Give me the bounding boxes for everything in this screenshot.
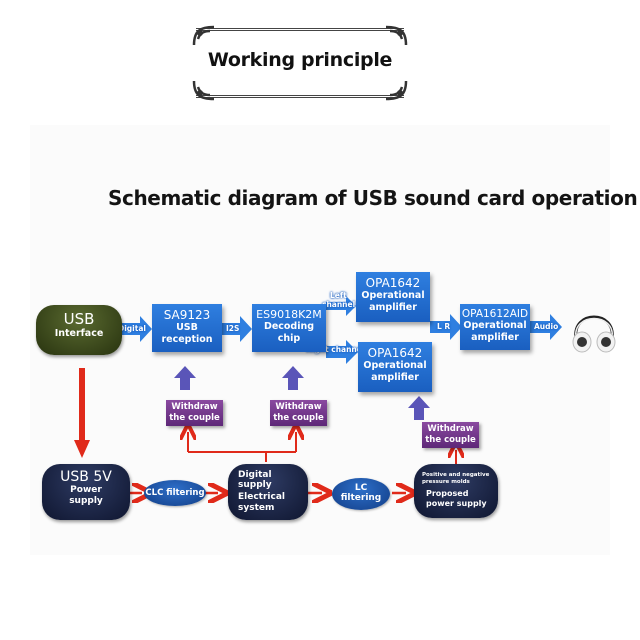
label-digital: Digital	[118, 324, 146, 333]
sa9123-line2: USB	[176, 322, 198, 333]
clc-filtering-node: CLC filtering	[144, 480, 206, 506]
arrow-up-es9018	[282, 366, 304, 390]
opa1642-top-title: OPA1642	[365, 276, 421, 290]
arrow-audio	[530, 314, 562, 340]
ornament-icon	[192, 80, 215, 101]
withdraw-line2: the couple	[273, 413, 324, 423]
usb-interface-title: USB	[63, 310, 95, 328]
withdraw-couple-box-3: Withdraw the couple	[422, 422, 479, 448]
sa9123-line3: reception	[161, 334, 213, 345]
lc-line1: LC	[354, 483, 368, 493]
proposed-line1: Positive and negative	[422, 472, 490, 478]
label-lr: L R	[437, 322, 451, 331]
arrow-up-sa9123	[174, 366, 196, 390]
opa1612-node: OPA1612AID Operational amplifier	[460, 304, 530, 350]
es9018-title: ES9018K2M	[256, 308, 322, 321]
withdraw-line1: Withdraw	[275, 402, 322, 412]
opa1642-bottom-line2: Operational	[363, 360, 427, 371]
opa1642-bottom-node: OPA1642 Operational amplifier	[358, 342, 432, 392]
withdraw-line1: Withdraw	[171, 402, 218, 412]
arrow-left-channel	[326, 296, 356, 316]
digital-supply-node: Digital supply Electrical system	[228, 464, 308, 520]
usb-interface-subtitle: Interface	[54, 328, 104, 339]
arrow-down-usb5v	[74, 368, 90, 458]
usb5v-line3: supply	[69, 496, 103, 506]
es9018-line2: Decoding	[263, 321, 315, 332]
red-branch-lines	[187, 432, 296, 462]
label-audio: Audio	[534, 322, 559, 331]
es9018-node: ES9018K2M Decoding chip	[252, 304, 326, 352]
label-left-channel: channel	[322, 300, 356, 309]
lc-filtering-node: LC filtering	[332, 478, 390, 510]
ornament-icon	[385, 80, 408, 101]
header-title: Working principle	[207, 49, 393, 71]
clc-label: CLC filtering	[145, 488, 205, 498]
arrow-lr	[430, 314, 462, 340]
proposed-line3: Proposed	[426, 489, 469, 498]
usb5v-line2: Power	[70, 485, 102, 495]
ornament-icon	[192, 25, 215, 46]
opa1642-bottom-title: OPA1642	[367, 346, 423, 360]
proposed-line2: pressure molds	[422, 479, 470, 485]
es9018-line3: chip	[277, 333, 301, 344]
withdraw-line1: Withdraw	[427, 424, 474, 434]
opa1642-bottom-line3: amplifier	[371, 372, 419, 383]
usb5v-title: USB 5V	[60, 469, 112, 485]
lc-line2: filtering	[340, 493, 382, 503]
ornament-icon	[385, 25, 408, 46]
withdraw-line2: the couple	[169, 413, 220, 423]
label-left: Left	[330, 291, 347, 300]
withdraw-line2: the couple	[425, 435, 476, 445]
arrow-digital	[118, 316, 152, 342]
opa1642-top-node: OPA1642 Operational amplifier	[356, 272, 430, 322]
proposed-line4: power supply	[426, 499, 487, 508]
usb5v-power-node: USB 5V Power supply	[42, 464, 130, 520]
digital-supply-line3: system	[238, 503, 275, 513]
label-right-channel: Right channel	[306, 345, 365, 354]
usb-interface-node: USB Interface	[36, 305, 122, 355]
proposed-power-supply-node: Positive and negative pressure molds Pro…	[414, 464, 498, 518]
opa1612-title: OPA1612AID	[461, 308, 529, 320]
digital-supply-line2: Electrical	[238, 492, 285, 502]
arrow-right-channel	[326, 340, 358, 364]
digital-supply-line1: Digital supply	[238, 470, 272, 490]
withdraw-couple-box-1: Withdraw the couple	[166, 400, 223, 426]
opa1642-top-line2: Operational	[361, 290, 425, 301]
headphones-icon	[572, 315, 616, 353]
opa1612-line2: Operational	[463, 320, 527, 331]
opa1642-top-line3: amplifier	[369, 302, 417, 313]
arrow-i2s	[220, 316, 252, 342]
opa1612-line3: amplifier	[471, 332, 519, 343]
sa9123-node: SA9123 USB reception	[152, 304, 222, 352]
diagram-title: Schematic diagram of USB sound card oper…	[108, 186, 638, 210]
header-frame: Working principle	[192, 25, 408, 101]
withdraw-couple-box-2: Withdraw the couple	[270, 400, 327, 426]
arrow-up-opa	[408, 396, 430, 420]
label-i2s: I2S	[226, 324, 240, 333]
sa9123-title: SA9123	[163, 308, 211, 322]
